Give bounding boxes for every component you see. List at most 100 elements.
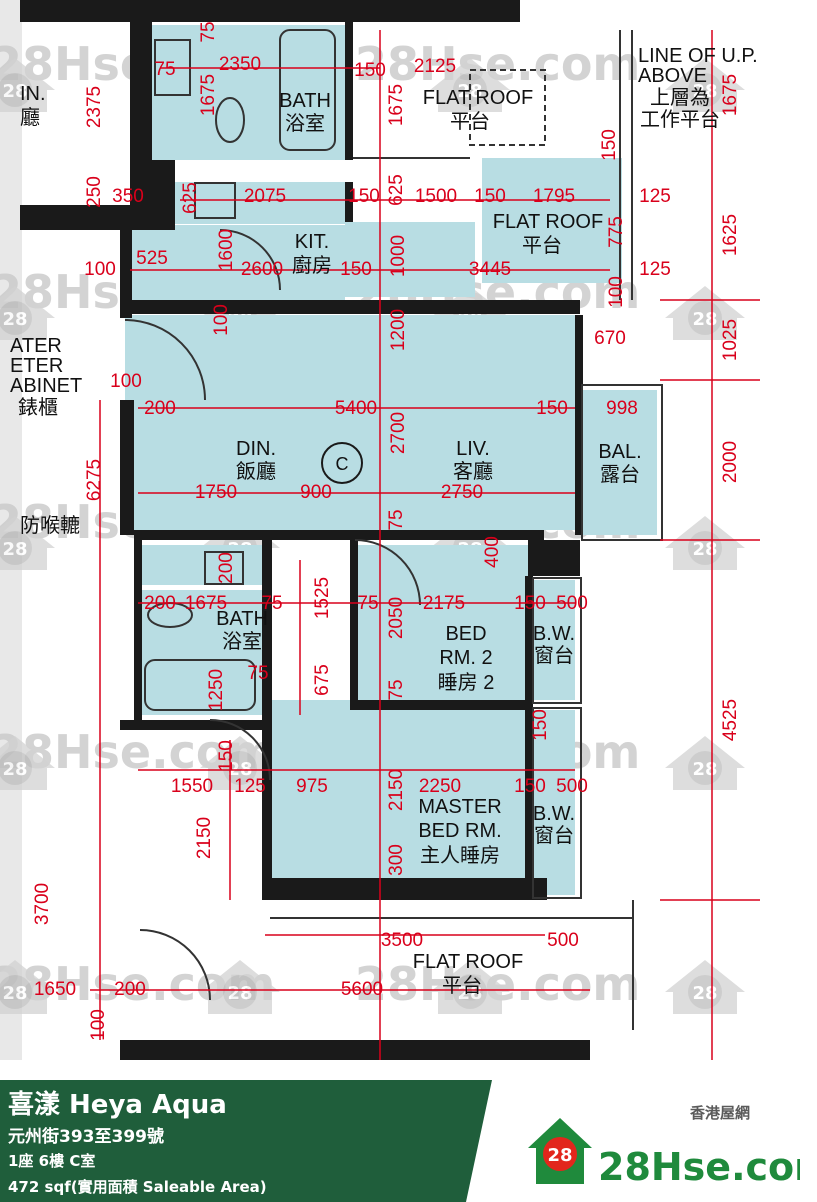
dim-label: 2150 — [386, 769, 407, 811]
svg-text:28: 28 — [692, 539, 717, 560]
dim-label: 3700 — [32, 883, 53, 925]
dim-label: 670 — [594, 328, 626, 349]
dim-label: 100 — [88, 1009, 109, 1041]
water-meter-3: ABINET — [10, 375, 82, 397]
dim-label: 100 — [84, 259, 116, 280]
bw1-label-en: B.W. — [533, 623, 575, 645]
dim-label: 200 — [114, 979, 146, 1000]
bw1-label-cn: 窗台 — [534, 644, 574, 667]
brand-logo[interactable]: 28 28Hse.com — [520, 1108, 800, 1188]
watermark-badge: 28 — [665, 960, 745, 1014]
line-up-3: 上層為 — [650, 86, 710, 109]
kit-label-en: KIT. — [295, 231, 329, 253]
water-meter-2: ETER — [10, 355, 63, 377]
bed2-label-2: RM. 2 — [439, 647, 492, 669]
svg-text:28: 28 — [692, 309, 717, 330]
bath1-label-cn: 浴室 — [285, 112, 325, 135]
svg-text:28: 28 — [227, 983, 252, 1004]
dim-label: 2050 — [386, 597, 407, 639]
dim-label: 150 — [340, 259, 372, 280]
dim-label: 1600 — [216, 229, 237, 271]
bw2-label-cn: 窗台 — [534, 824, 574, 847]
bal-label-cn: 露台 — [600, 463, 640, 486]
water-meter-1: ATER — [10, 335, 62, 357]
dim-label: 125 — [639, 186, 671, 207]
bal-label-en: BAL. — [598, 441, 641, 463]
din-label-cn: 飯廳 — [236, 460, 276, 483]
dim-label: 100 — [110, 371, 142, 392]
watermark-badge: 28 — [430, 960, 510, 1014]
dim-label: 3445 — [469, 259, 511, 280]
dim-label: 200 — [144, 593, 176, 614]
outlines — [270, 30, 663, 1030]
dim-label: 1675 — [198, 74, 219, 116]
dim-label: 900 — [300, 482, 332, 503]
liv-label-cn: 客廳 — [453, 460, 493, 483]
master-label-3: 主人睡房 — [420, 844, 500, 867]
dim-label: 75 — [154, 59, 175, 80]
watermark-badge: 28 — [200, 960, 280, 1014]
dim-label: 75 — [247, 663, 268, 684]
dim-label: 125 — [639, 259, 671, 280]
property-unit: 1座 6樓 C室 — [8, 1152, 96, 1170]
dim-label: 975 — [296, 776, 328, 797]
flat-roof-mid-en: FLAT ROOF — [493, 211, 603, 233]
dim-label: 1675 — [386, 84, 407, 126]
flat-roof-top-en: FLAT ROOF — [423, 87, 533, 109]
dim-label: 150 — [514, 776, 546, 797]
house-icon: 28 — [528, 1118, 592, 1184]
svg-text:28: 28 — [2, 759, 27, 780]
dim-label: 1025 — [720, 319, 741, 361]
flat-roof-mid-cn: 平台 — [522, 234, 562, 257]
dim-label: 4525 — [720, 699, 741, 741]
watermark-badge: 28 — [0, 736, 55, 790]
dim-label: 350 — [112, 186, 144, 207]
dim-label: 2750 — [441, 482, 483, 503]
room-labels: BATH 浴室 FLAT ROOF 平台 LINE OF U.P. ABOVE … — [10, 45, 758, 997]
water-meter-4: 錶櫃 — [18, 396, 58, 419]
dim-label: 2600 — [241, 259, 283, 280]
dim-label: 2075 — [244, 186, 286, 207]
dim-label: 775 — [606, 216, 627, 248]
dim-label: 525 — [136, 248, 168, 269]
property-area: 472 sqf(實用面積 Saleable Area) — [8, 1178, 267, 1196]
brand-text: 28Hse.com — [598, 1145, 800, 1188]
dim-label: 1500 — [415, 186, 457, 207]
dim-label: 625 — [180, 182, 201, 214]
dim-label: 300 — [386, 844, 407, 876]
dim-label: 1550 — [171, 776, 213, 797]
left-partial-mid: 防喉轆 — [20, 514, 80, 537]
bath1-label-en: BATH — [279, 90, 331, 112]
dim-label: 75 — [261, 593, 282, 614]
dimension-labels: 2375 75 1675 2350 75 150 2125 1675 1675 … — [32, 21, 741, 1040]
dim-label: 75 — [198, 21, 219, 42]
dim-label: 1250 — [206, 669, 227, 711]
dim-label: 75 — [386, 679, 407, 700]
floor-plan: 28Hse.com 28Hse.com 28Hse.com 28Hse.com … — [0, 0, 760, 1060]
dim-label: 200 — [144, 398, 176, 419]
dim-label: 6275 — [84, 459, 105, 501]
dim-label: 1200 — [388, 309, 409, 351]
line-up-2: ABOVE — [638, 65, 707, 87]
dim-label: 998 — [606, 398, 638, 419]
master-label-1: MASTER — [418, 796, 501, 818]
line-up-1: LINE OF U.P. — [638, 45, 758, 67]
bw2-label-en: B.W. — [533, 803, 575, 825]
dim-label: 625 — [386, 174, 407, 206]
dim-label: 5400 — [335, 398, 377, 419]
dimension-lines — [90, 30, 760, 1060]
dim-label: 150 — [530, 709, 551, 741]
grid-marker-circle — [321, 442, 363, 484]
room-fills — [125, 25, 657, 895]
dim-label: 2150 — [194, 817, 215, 859]
svg-text:28: 28 — [2, 81, 27, 102]
dim-label: 2250 — [419, 776, 461, 797]
dim-label: 75 — [386, 509, 407, 530]
watermark-badge: 28 — [0, 516, 55, 570]
dim-label: 1675 — [185, 593, 227, 614]
kit-label-cn: 廚房 — [292, 253, 332, 277]
bath2-label-en: BATH — [216, 608, 268, 630]
dim-label: 150 — [599, 129, 620, 161]
flat-roof-top-cn: 平台 — [450, 110, 490, 133]
watermark-badge: 28 — [0, 58, 55, 112]
